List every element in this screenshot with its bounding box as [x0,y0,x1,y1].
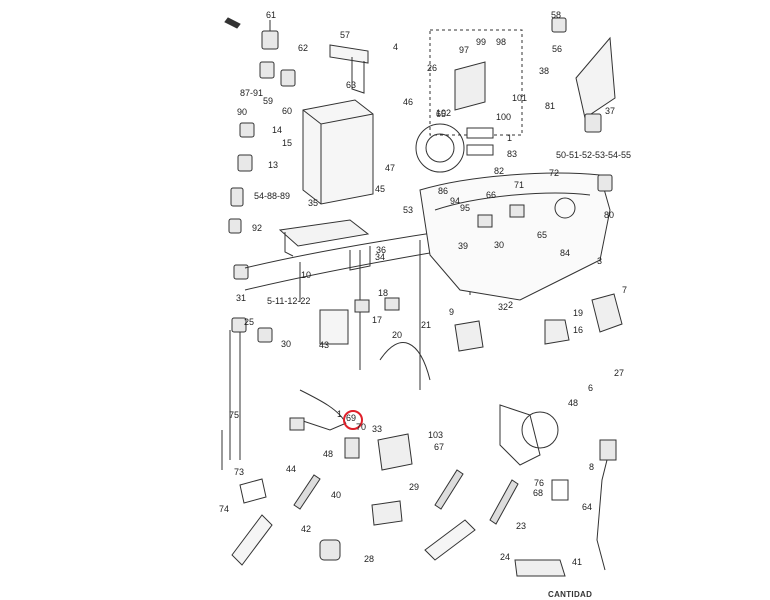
callout-label: 42 [301,524,312,534]
callout-label: 80 [604,210,615,220]
callout-label: 57 [340,30,351,40]
callout-label: 37 [605,106,616,116]
callout-label: 31 [236,293,247,303]
callout-label: 59 [263,96,274,106]
callout-label: 39 [458,241,469,251]
callout-label: 95 [460,203,471,213]
callout-label: 6 [588,383,594,393]
callout-label: 17 [372,315,383,325]
callout-label: 83 [507,149,518,159]
callout-label: 15 [282,138,293,148]
callout-label: 102 [436,108,452,118]
callout-label: 92 [252,223,263,233]
callout-label: 24 [500,552,511,562]
callout-label: 5-11-12-22 [267,296,311,306]
callout-label: 56 [552,44,563,54]
callout-label: 14 [272,125,283,135]
callout-label: 74 [219,504,230,514]
callout-label: 101 [512,93,528,103]
callout-label: 99 [476,37,487,47]
callout-label: 40 [331,490,342,500]
callout-label: 97 [459,45,470,55]
callout-label: 1 [507,133,513,143]
callout-label: 87-91 [240,88,264,98]
footer-label: CANTIDAD [548,590,593,599]
callout-label: 41 [572,557,583,567]
callout-label: 8 [589,462,595,472]
callout-label: 1 [337,409,343,419]
callout-label: 4 [393,42,399,52]
callout-label: 84 [560,248,571,258]
highlight-marker [343,410,363,430]
callout-label: 9 [449,307,455,317]
callout-label: 60 [282,106,293,116]
callout-label: 65 [436,109,447,119]
callout-label: 29 [409,482,420,492]
callout-label: 38 [539,66,550,76]
callout-label: 48 [323,449,334,459]
callout-label: 35 [308,198,319,208]
callout-label: 68 [533,488,544,498]
callout-label: 50-51-52-53-54-55 [556,150,632,160]
callout-label: 67 [434,442,445,452]
callout-label: 27 [614,368,625,378]
callout-label: 94 [450,196,461,206]
callout-label: 90 [237,107,248,117]
callout-label: 54-88-89 [254,191,291,201]
callout-label: 64 [582,502,593,512]
callout-label: 7 [622,285,628,295]
callout-label: 69 [346,413,357,423]
callout-label: 21 [421,320,432,330]
callout-label: 98 [496,37,507,47]
callout-label: 33 [372,424,383,434]
callout-label: 103 [428,430,444,440]
callout-label: 44 [286,464,297,474]
callout-label: 71 [514,180,525,190]
callout-label: 30 [281,339,292,349]
callout-label: 58 [551,10,562,20]
callout-label: 86 [438,186,449,196]
callout-label: 26 [427,63,438,73]
callout-label: 32 [498,302,509,312]
callout-label: 20 [392,330,403,340]
callout-label: 61 [266,10,277,20]
callout-label: 19 [573,308,584,318]
callout-label: 10 [301,270,312,280]
callout-label: 28 [364,554,375,564]
callout-label: 66 [486,190,497,200]
callout-label: 16 [573,325,584,335]
callout-label: 100 [496,112,512,122]
callout-label: 70 [356,422,367,432]
callout-label: 25 [244,317,255,327]
callout-label: 76 [534,478,545,488]
callout-label: 81 [545,101,556,111]
callout-label: 48 [568,398,579,408]
callout-label: 43 [319,340,330,350]
callout-label: 30 [494,240,505,250]
callout-label: 13 [268,160,279,170]
callout-label: 23 [516,521,527,531]
callout-label: 65 [537,230,548,240]
callout-label: 75 [229,410,240,420]
callout-label: 18 [378,288,389,298]
callout-label: 72 [549,168,560,178]
callout-label: 47 [385,163,396,173]
callout-label: 63 [346,80,357,90]
callout-label: 34 [375,252,386,262]
callout-label: 3 [597,256,603,266]
callout-label: 46 [403,97,414,107]
callout-label: 2 [508,300,514,310]
callout-label: 82 [494,166,505,176]
callout-label: 45 [375,184,386,194]
callout-label: 62 [298,43,309,53]
callout-label: 36 [376,245,387,255]
callout-label: 73 [234,467,245,477]
callout-label: 53 [403,205,414,215]
